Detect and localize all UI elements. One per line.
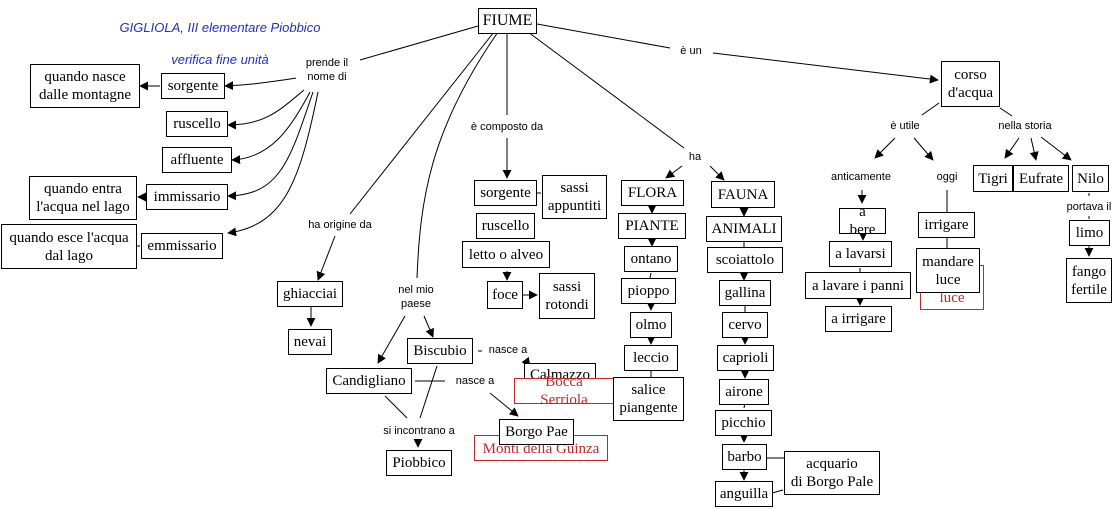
link-paese-candigliano: [377, 315, 406, 364]
link-storia-eufrate: [1029, 137, 1039, 161]
link-prende-ruscello: [227, 89, 305, 130]
link-storia-nilo: [1040, 136, 1072, 161]
node-scoiattolo[interactable]: scoiattolo: [707, 247, 783, 273]
node-eufrate[interactable]: Eufrate: [1013, 165, 1069, 192]
node-a-bere[interactable]: a bere: [839, 204, 886, 238]
node-sorgente-nome[interactable]: sorgente: [161, 73, 225, 99]
link-fiume-paese: [416, 31, 499, 279]
node-caprioli[interactable]: caprioli: [717, 345, 774, 371]
node-piante[interactable]: PIANTE: [618, 213, 686, 239]
link-label-si-incontrano: si incontrano a: [374, 424, 464, 438]
link-corso-storia: [999, 107, 1013, 117]
node-ruscello-nome[interactable]: ruscello: [166, 111, 228, 137]
node-acquario[interactable]: acquario di Borgo Pale: [784, 451, 880, 495]
node-quando-entra[interactable]: quando entra l'acqua nel lago: [29, 176, 137, 220]
node-cervo[interactable]: cervo: [722, 312, 768, 338]
node-bocca-serriola[interactable]: Bocca Serriola: [514, 374, 614, 408]
link-storia-tigri: [1004, 137, 1020, 159]
diagram-title: GIGLIOLA, III elementare Piobbico verifi…: [100, 4, 340, 84]
node-ghiacciai[interactable]: ghiacciai: [277, 281, 343, 307]
node-letto-alveo[interactable]: letto o alveo: [462, 241, 550, 268]
link-anguilla-acquario: [771, 489, 784, 494]
node-a-lavarsi[interactable]: a lavarsi: [829, 241, 892, 267]
link-fiume-ha: [527, 31, 685, 149]
node-ruscello-comp[interactable]: ruscello: [476, 213, 535, 239]
node-a-lavare-panni[interactable]: a lavare i panni: [805, 272, 911, 299]
node-fiume[interactable]: FIUME: [478, 8, 537, 34]
link-label-ha: ha: [684, 150, 706, 164]
link-prende-sorgente: [224, 77, 298, 91]
link-prende-affluente: [231, 91, 311, 165]
node-affluente[interactable]: affluente: [162, 147, 232, 173]
link-label-e-un: è un: [673, 44, 709, 58]
node-leccio[interactable]: leccio: [624, 345, 678, 371]
link-label-composto-da: è composto da: [462, 120, 552, 134]
node-borgo-pae[interactable]: Borgo Pae: [499, 419, 574, 445]
node-sassi-rotondi[interactable]: sassi rotondi: [539, 273, 595, 319]
node-airone[interactable]: airone: [719, 379, 769, 405]
node-tigri[interactable]: Tigri: [973, 165, 1013, 192]
node-gallina[interactable]: gallina: [719, 280, 771, 306]
node-mandare-luce[interactable]: mandare luce: [916, 248, 980, 293]
node-pioppo[interactable]: pioppo: [621, 278, 676, 304]
link-label-e-utile: è utile: [880, 119, 930, 133]
link-origine-ghiacciai: [316, 235, 336, 281]
link-label-nasce-a-2: nasce a: [450, 374, 500, 388]
link-corso-utile: [921, 102, 940, 116]
node-foce[interactable]: foce: [487, 281, 523, 309]
link-ha-fauna: [709, 165, 725, 181]
node-limo[interactable]: limo: [1069, 220, 1110, 246]
link-paese-biscubio: [423, 315, 434, 338]
link-utile-oggi: [913, 137, 934, 161]
node-corso-acqua[interactable]: corso d'acqua: [941, 61, 1000, 107]
node-sassi-appuntiti[interactable]: sassi appuntiti: [542, 175, 607, 219]
link-fiume-prende: [359, 25, 479, 61]
node-animali[interactable]: ANIMALI: [706, 216, 782, 242]
node-anguilla[interactable]: anguilla: [715, 481, 773, 507]
node-fango-fertile[interactable]: fango fertile: [1066, 258, 1112, 303]
node-nevai[interactable]: nevai: [288, 329, 332, 355]
link-utile-anticamente: [874, 137, 896, 159]
node-a-irrigare[interactable]: a irrigare: [825, 306, 892, 332]
link-eun-corso: [712, 52, 939, 84]
link-prende-emmissario: [227, 91, 319, 237]
link-biscubio-incontrano: [419, 365, 438, 419]
link-nasce2-borgo: [489, 392, 519, 417]
link-label-nella-storia: nella storia: [990, 119, 1060, 133]
link-label-ha-origine: ha origine da: [302, 218, 378, 232]
link-label-prende-nome: prende il nome di: [296, 56, 358, 84]
link-candigliano-incontrano: [384, 395, 408, 419]
node-barbo[interactable]: barbo: [722, 444, 767, 470]
title-line-1: GIGLIOLA, III elementare Piobbico: [119, 20, 321, 35]
node-irrigare[interactable]: irrigare: [918, 212, 975, 238]
link-label-oggi: oggi: [931, 170, 963, 184]
node-salice[interactable]: salice piangente: [613, 377, 684, 421]
node-fauna[interactable]: FAUNA: [711, 181, 775, 208]
node-emmissario[interactable]: emmissario: [141, 233, 223, 259]
node-quando-esce[interactable]: quando esce l'acqua dal lago: [1, 224, 137, 269]
link-fiume-eun: [536, 23, 671, 49]
link-label-portava-il: portava il: [1059, 200, 1119, 214]
node-flora[interactable]: FLORA: [621, 180, 684, 206]
node-nilo[interactable]: Nilo: [1072, 165, 1109, 192]
title-line-2: verifica fine unità: [171, 52, 269, 67]
link-prende-immissario: [227, 91, 314, 201]
link-label-anticamente: anticamente: [825, 170, 897, 184]
link-label-nasce-a-1: nasce a: [488, 344, 528, 356]
node-picchio[interactable]: picchio: [715, 410, 772, 436]
node-candigliano[interactable]: Candigliano: [326, 368, 412, 394]
node-piobbico[interactable]: Piobbico: [386, 450, 452, 476]
node-olmo[interactable]: olmo: [630, 312, 672, 338]
node-quando-nasce[interactable]: quando nasce dalle montagne: [30, 64, 140, 108]
node-sorgente-comp[interactable]: sorgente: [474, 180, 537, 206]
node-ontano[interactable]: ontano: [624, 246, 678, 272]
node-immissario[interactable]: immissario: [146, 184, 228, 210]
node-biscubio[interactable]: Biscubio: [407, 338, 473, 364]
link-fiume-origine: [349, 31, 495, 215]
link-ha-flora: [665, 165, 683, 179]
link-label-nel-mio-paese: nel mio paese: [390, 283, 442, 311]
